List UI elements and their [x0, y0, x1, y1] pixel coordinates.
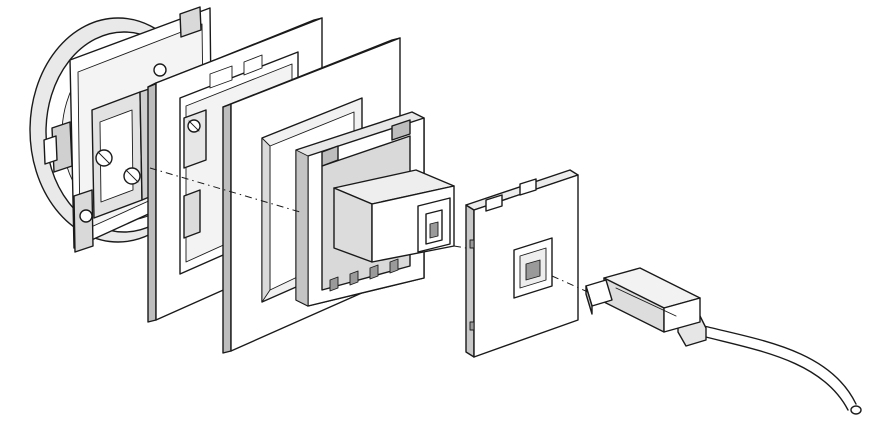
cover-plate-icon [465, 169, 579, 358]
usb-b-plug-cable-icon [585, 267, 862, 415]
assembly-axis [149, 167, 589, 293]
usb-jack-insert-icon [295, 111, 455, 307]
